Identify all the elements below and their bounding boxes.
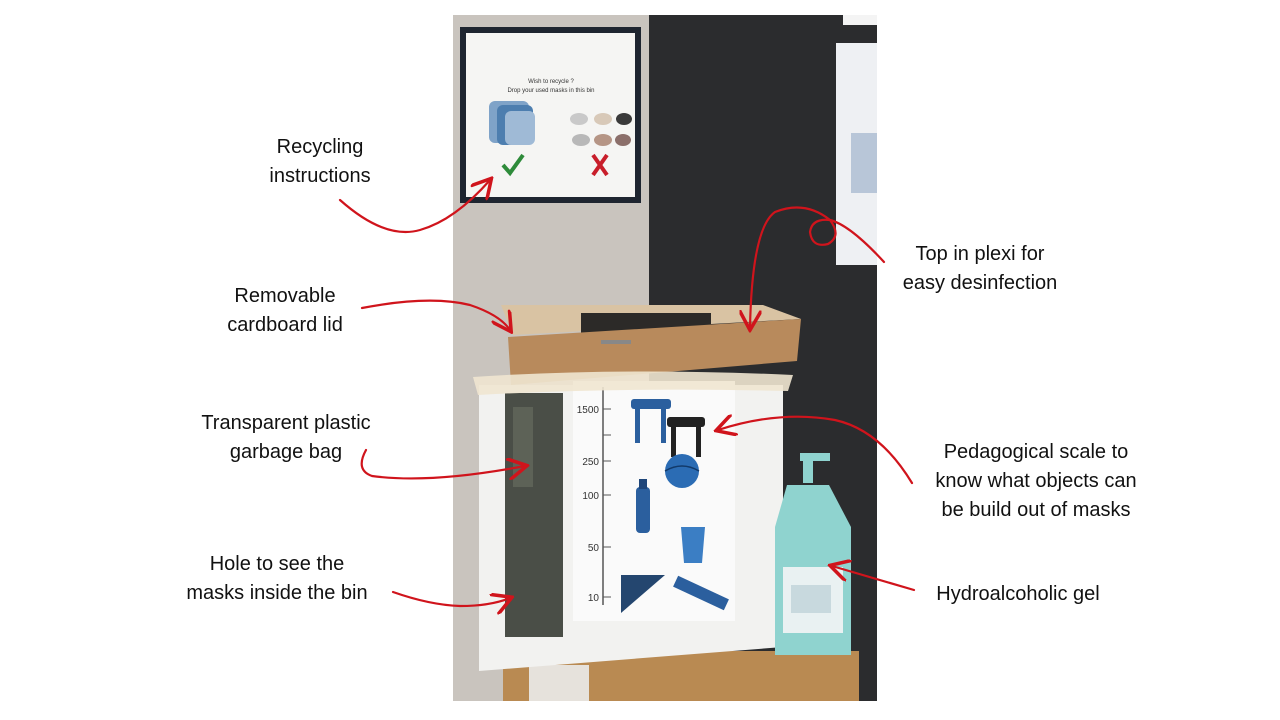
label-hole: Hole to see the masks inside the bin	[170, 550, 384, 608]
bottle-icon	[636, 487, 650, 533]
label-line: Hydroalcoholic gel	[936, 583, 1100, 605]
gel-bottle	[775, 453, 851, 655]
poster-title-line2: Drop your used masks in this bin	[507, 88, 594, 94]
label-line: Recycling	[276, 136, 364, 158]
scale-tick-100: 100	[582, 491, 599, 502]
label-removable-lid: Removable cardboard lid	[205, 282, 365, 340]
cross-icon	[591, 153, 609, 177]
wall-poster-figure	[851, 133, 877, 193]
bag-edge	[473, 371, 793, 395]
photo: Wish to recycle ? Drop your used masks i…	[453, 15, 877, 701]
bag-reflection	[513, 407, 533, 487]
label-line: easy desinfection	[902, 272, 1058, 294]
scale-ticks	[603, 408, 611, 598]
wall-paper-top-right	[843, 15, 877, 25]
label-line: Top in plexi for	[915, 243, 1045, 265]
lid-clip	[601, 340, 631, 344]
label-line: garbage bag	[229, 441, 343, 463]
label-line: Transparent plastic	[201, 412, 371, 434]
label-line: be build out of masks	[941, 499, 1131, 521]
ball-icon	[665, 454, 699, 488]
scale-tick-250: 250	[582, 457, 599, 468]
label-line: Pedagogical scale to	[943, 441, 1129, 463]
label-line: instructions	[269, 165, 371, 187]
label-line: masks inside the bin	[186, 582, 368, 604]
ruler-icon	[673, 575, 729, 611]
scale-tick-10: 10	[588, 593, 600, 604]
label-line: know what objects can	[935, 470, 1137, 492]
cardboard-lid-front	[508, 319, 801, 385]
label-garbage-bag: Transparent plastic garbage bag	[180, 409, 392, 467]
scale-tick-1500: 1500	[577, 405, 600, 416]
label-line: cardboard lid	[227, 314, 343, 336]
poster-mask-stack	[489, 101, 535, 145]
set-square-icon	[621, 575, 665, 613]
label-hydroalcoholic-gel: Hydroalcoholic gel	[918, 580, 1118, 609]
cup-icon	[681, 527, 705, 563]
black-stool-icon	[667, 417, 705, 457]
photo-illustration: Wish to recycle ? Drop your used masks i…	[453, 15, 877, 701]
check-icon	[501, 153, 525, 177]
stool-icon	[631, 399, 671, 443]
scale-tick-50: 50	[588, 543, 600, 554]
poster-title-line1: Wish to recycle ?	[528, 79, 574, 85]
stand-drawer	[529, 665, 589, 701]
label-recycling-instructions: Recycling instructions	[250, 133, 390, 191]
label-pedagogical-scale: Pedagogical scale to know what objects c…	[918, 438, 1154, 525]
label-line: Hole to see the	[209, 553, 345, 575]
label-line: Removable	[234, 285, 336, 307]
poster-other-masks	[570, 113, 632, 146]
label-top-plexi: Top in plexi for easy desinfection	[886, 240, 1074, 298]
